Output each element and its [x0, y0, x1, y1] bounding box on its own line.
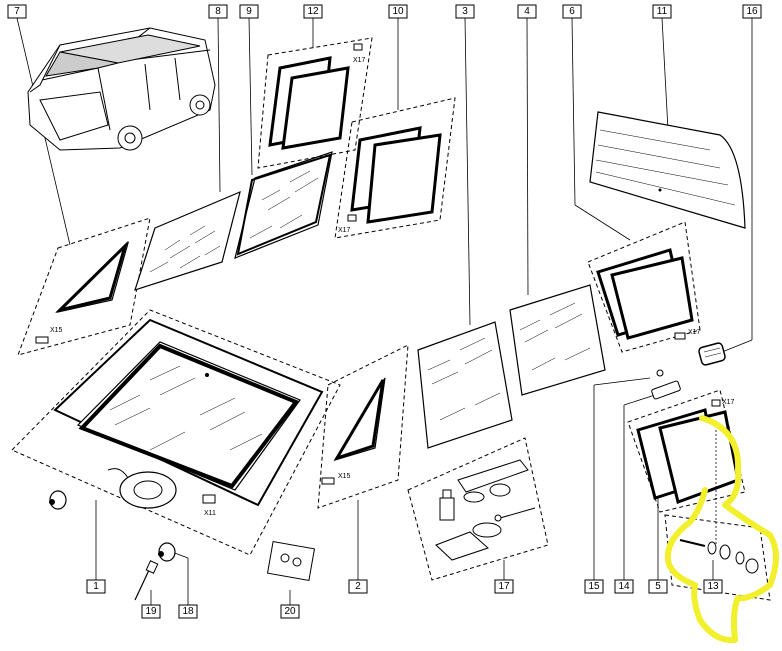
callout-17: 17	[494, 579, 514, 594]
part-13-fastener-kit	[664, 514, 771, 601]
callout-10: 10	[388, 4, 408, 19]
part-1-windshield: X11	[11, 309, 341, 556]
callout-1: 1	[86, 579, 106, 594]
qty-label: X17	[722, 399, 735, 406]
svg-text:14: 14	[618, 581, 630, 592]
svg-text:13: 13	[707, 581, 719, 592]
callout-6: 6	[562, 4, 582, 19]
highlight-annotation	[664, 415, 779, 644]
callout-5: 5	[648, 579, 668, 594]
svg-text:6: 6	[569, 6, 575, 17]
part-10-sliding-window: X17	[334, 97, 456, 239]
part-8-side-glass	[134, 190, 241, 291]
part-5-sliding-window: X17	[627, 389, 746, 545]
part-2-quarter-glass: X15	[317, 344, 409, 509]
callout-2: 2	[348, 579, 368, 594]
qty-label: X17	[688, 329, 701, 336]
callout-15: 15	[584, 579, 604, 594]
svg-text:3: 3	[462, 6, 468, 17]
qty-label: X15	[338, 473, 351, 480]
qty-label: X17	[353, 57, 366, 64]
svg-text:5: 5	[655, 581, 661, 592]
callout-11: 11	[652, 4, 672, 19]
part-15-hinge	[651, 369, 681, 400]
part-16-clip	[698, 342, 726, 366]
qty-label: X15	[50, 327, 63, 334]
part-9-side-glass	[234, 151, 333, 259]
svg-text:8: 8	[215, 6, 221, 17]
svg-text:1: 1	[93, 581, 99, 592]
svg-text:17: 17	[498, 581, 510, 592]
part-19-rivet	[134, 560, 159, 601]
svg-text:9: 9	[246, 6, 252, 17]
callout-13: 13	[703, 579, 723, 594]
part-20-sticker	[266, 541, 316, 581]
qty-label: X11	[204, 510, 216, 517]
callout-20: 20	[280, 604, 300, 619]
svg-text:10: 10	[392, 6, 404, 17]
callout-9: 9	[239, 4, 259, 19]
callout-14: 14	[614, 579, 634, 594]
callout-16: 16	[742, 4, 762, 19]
callout-3: 3	[455, 4, 475, 19]
svg-text:18: 18	[182, 606, 194, 617]
part-11-rear-window	[589, 111, 746, 229]
callout-7: 7	[7, 4, 27, 19]
svg-text:2: 2	[355, 581, 361, 592]
callout-19: 19	[141, 604, 161, 619]
svg-text:15: 15	[588, 581, 600, 592]
part-7-front-quarter-glass: X15	[17, 217, 151, 356]
part-18-bushing	[49, 490, 176, 562]
svg-text:12: 12	[307, 6, 319, 17]
part-4-side-glass	[509, 284, 606, 396]
callout-12: 12	[303, 4, 323, 19]
part-6-rear-sliding-window: X17	[587, 221, 701, 353]
part-3-side-glass	[417, 321, 513, 449]
svg-text:20: 20	[284, 606, 296, 617]
callout-8: 8	[208, 4, 228, 19]
part-12-sliding-window: X17	[257, 37, 373, 169]
qty-label: X17	[338, 227, 351, 234]
callout-4: 4	[517, 4, 537, 19]
svg-text:16: 16	[746, 6, 758, 17]
callout-18: 18	[178, 604, 198, 619]
van-illustration	[27, 27, 216, 151]
svg-text:4: 4	[524, 6, 530, 17]
leader-lines	[16, 17, 753, 605]
svg-text:11: 11	[657, 6, 668, 17]
part-17-repair-kit	[407, 437, 549, 581]
svg-text:19: 19	[145, 606, 157, 617]
svg-text:7: 7	[14, 6, 20, 17]
